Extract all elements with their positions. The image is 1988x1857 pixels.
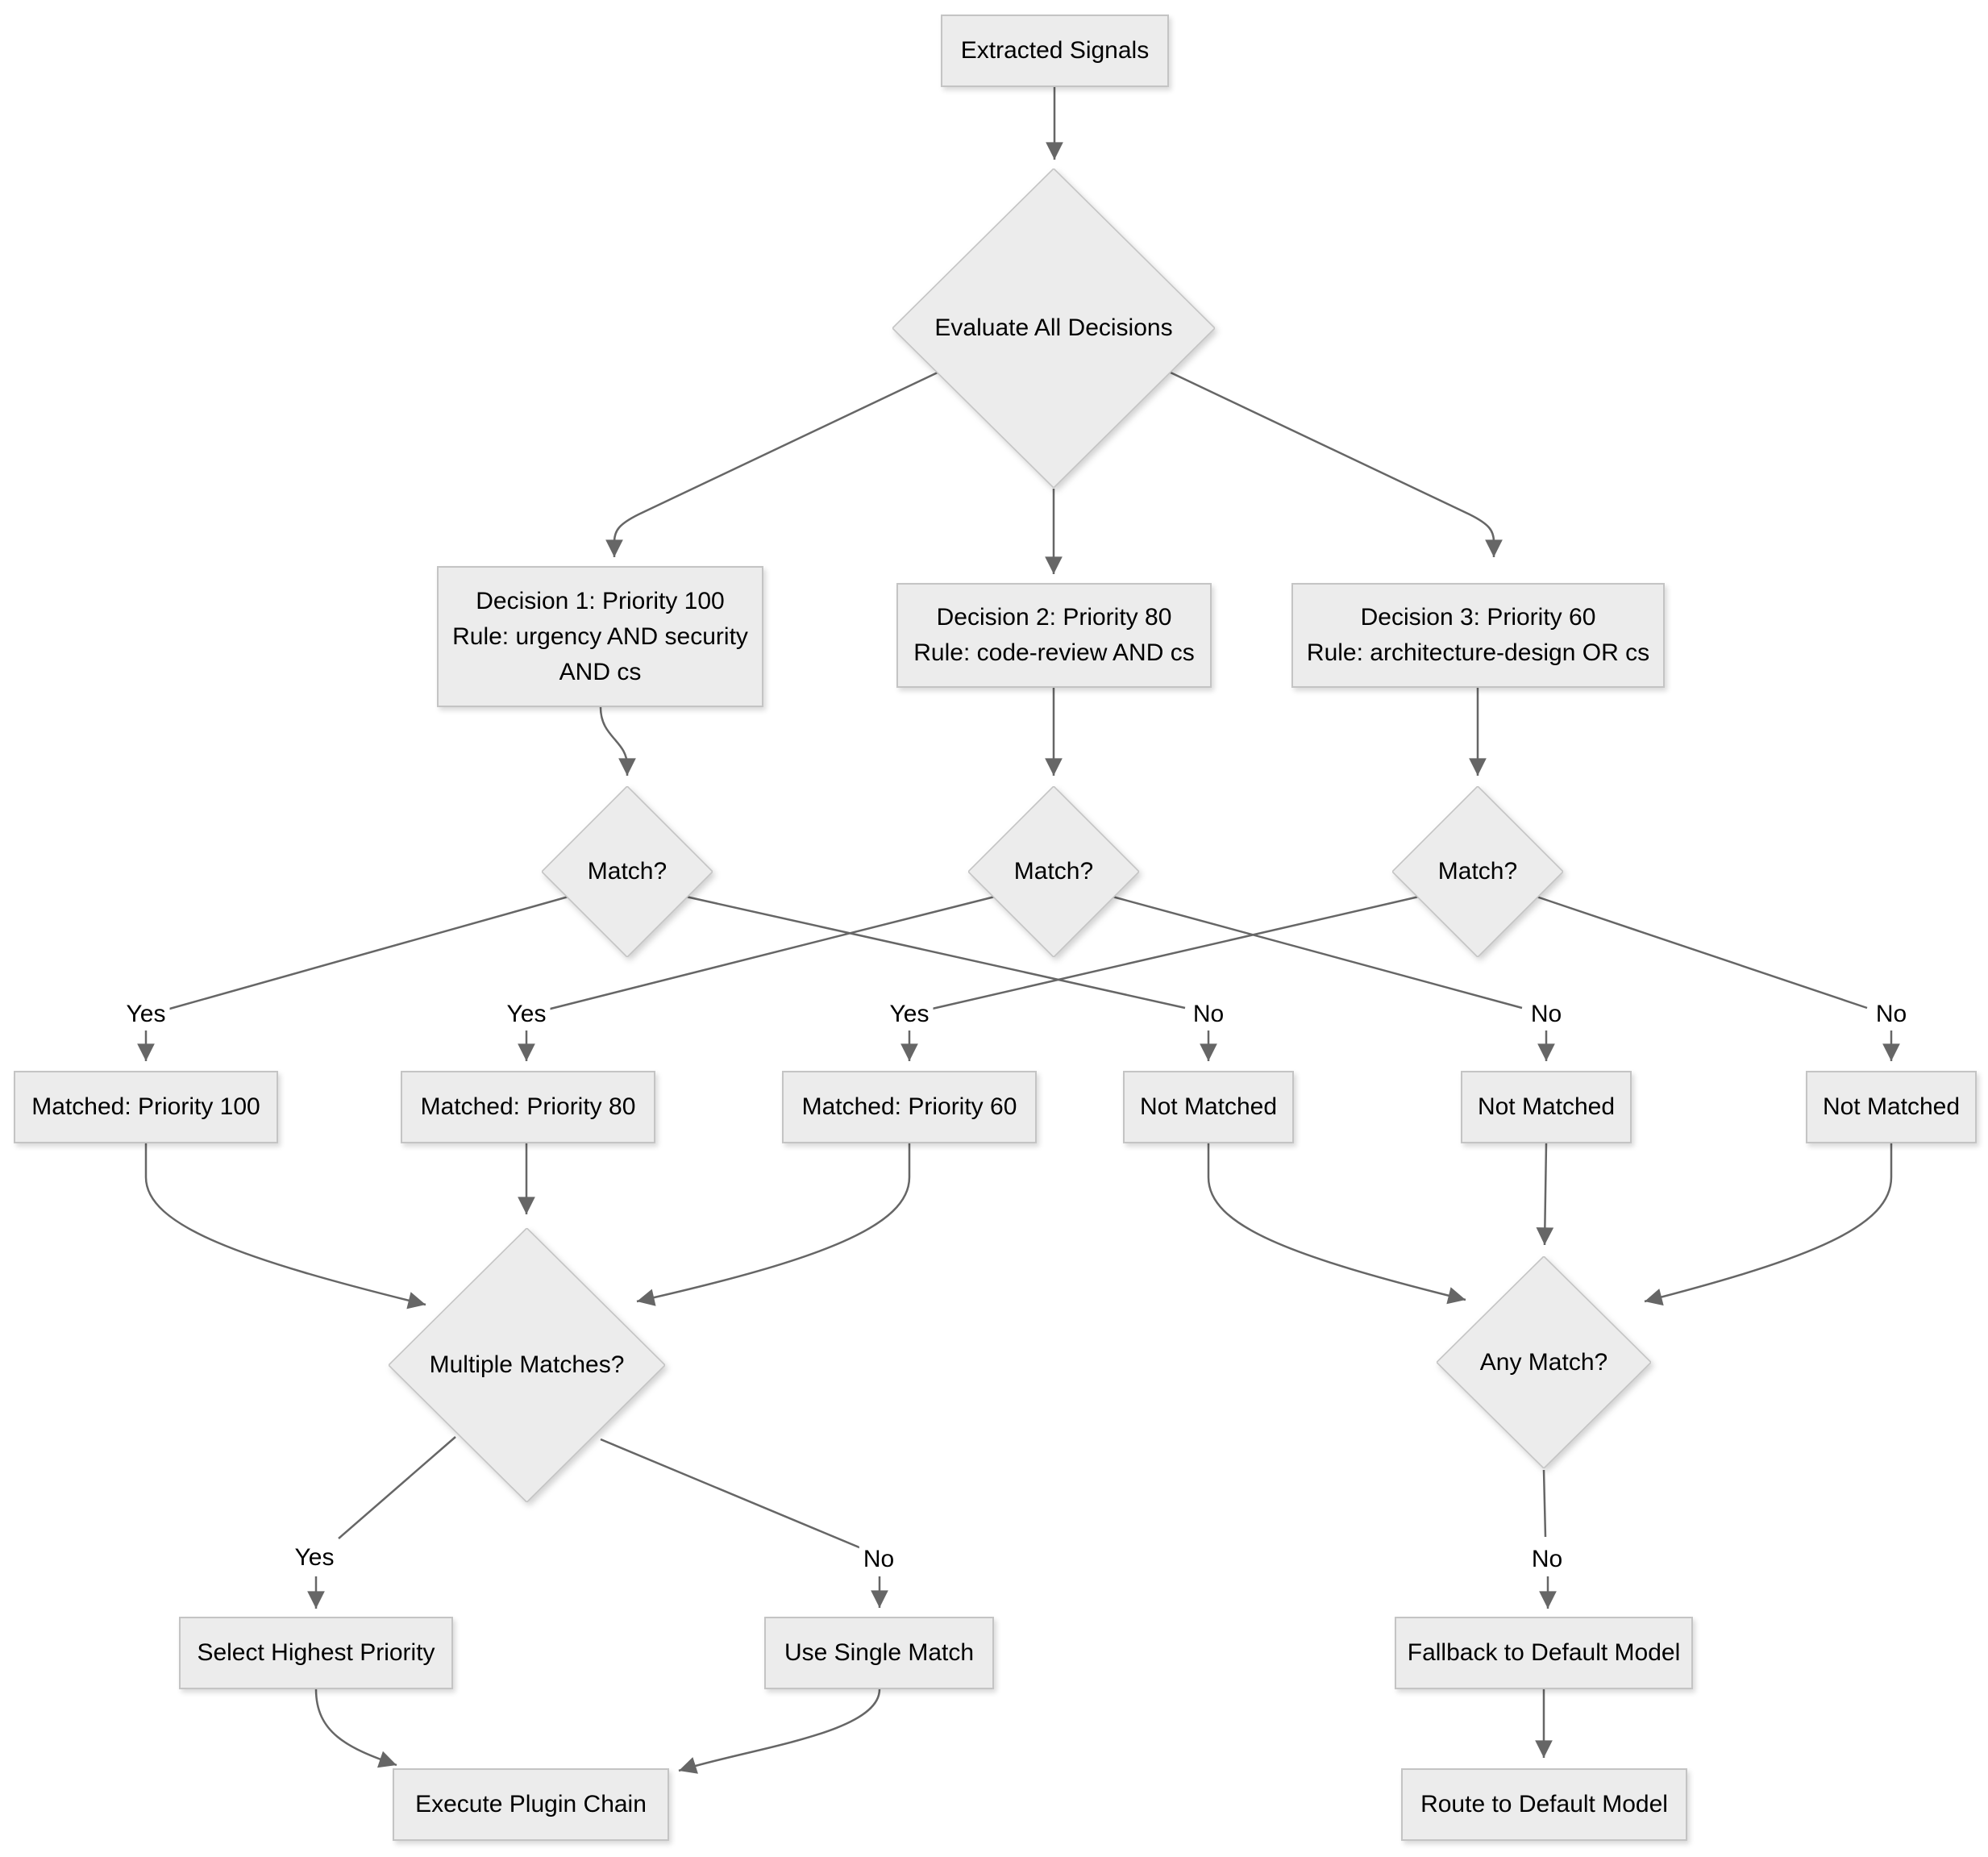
node-label: Route to Default Model bbox=[1420, 1791, 1668, 1817]
edge-match3-yes-diagonal bbox=[928, 895, 1420, 1011]
edge-notmatched2-to-anymatch bbox=[1536, 1143, 1554, 1246]
node-matched-priority-80: Matched: Priority 80 bbox=[401, 1071, 655, 1143]
node-label: Select Highest Priority bbox=[197, 1639, 435, 1666]
node-label: Not Matched bbox=[1139, 1093, 1278, 1120]
edge-label-match1-yes: Yes bbox=[122, 1001, 170, 1028]
diamond-shape bbox=[1437, 1256, 1651, 1468]
edge-select-to-execute bbox=[314, 1688, 397, 1768]
edge-decision1-to-match1 bbox=[599, 706, 636, 776]
edge-match1-yes-diagonal bbox=[166, 895, 569, 1011]
node-label-line: Decision 3: Priority 60 bbox=[1360, 604, 1596, 631]
diamond-shape bbox=[892, 169, 1215, 488]
node-label: Fallback to Default Model bbox=[1407, 1639, 1681, 1666]
node-label: Any Match? bbox=[1479, 1348, 1608, 1376]
diamond-shape bbox=[542, 786, 713, 957]
edge-multiple-yes-diagonal bbox=[338, 1436, 456, 1539]
node-fallback-to-default-model: Fallback to Default Model bbox=[1395, 1617, 1693, 1689]
node-use-single-match: Use Single Match bbox=[764, 1617, 994, 1689]
edge-match2-yes-diagonal bbox=[547, 895, 996, 1011]
edge-notmatched3-to-anymatch bbox=[1644, 1143, 1893, 1306]
node-not-matched-3: Not Matched bbox=[1806, 1071, 1977, 1143]
node-not-matched-1: Not Matched bbox=[1123, 1071, 1294, 1143]
node-label-line: Decision 2: Priority 80 bbox=[936, 604, 1172, 631]
node-label-line: Rule: architecture-design OR cs bbox=[1306, 639, 1650, 666]
edge-label-match2-yes: Yes bbox=[502, 1001, 551, 1028]
node-label: Matched: Priority 60 bbox=[801, 1093, 1017, 1120]
node-route-to-default-model: Route to Default Model bbox=[1401, 1768, 1687, 1841]
node-label: Match? bbox=[1437, 858, 1518, 885]
node-label-line: Rule: urgency AND security bbox=[452, 622, 748, 650]
edge-label-any-no: No bbox=[1527, 1546, 1567, 1573]
edge-evaluate-to-decision1 bbox=[605, 371, 938, 557]
edge-matched60-to-multiple bbox=[636, 1143, 911, 1306]
edge-notmatched1-to-anymatch bbox=[1207, 1143, 1466, 1305]
edge-label-match3-yes: Yes bbox=[885, 1001, 934, 1028]
node-label-line: AND cs bbox=[559, 658, 642, 685]
edge-evaluate-to-decision3 bbox=[1170, 371, 1503, 557]
edge-label-multiple-yes: Yes bbox=[290, 1544, 339, 1572]
node-not-matched-2: Not Matched bbox=[1461, 1071, 1632, 1143]
node-label: Evaluate All Decisions bbox=[934, 314, 1173, 341]
edge-anymatch-no-vertical bbox=[1542, 1469, 1547, 1538]
node-match-1: Match? bbox=[542, 786, 713, 957]
edge-multiple-no-diagonal bbox=[600, 1438, 866, 1551]
node-label: Not Matched bbox=[1477, 1093, 1616, 1120]
node-label-line: Decision 1: Priority 100 bbox=[476, 587, 725, 614]
node-execute-plugin-chain: Execute Plugin Chain bbox=[393, 1768, 669, 1841]
node-decision-2: Decision 2: Priority 80 Rule: code-revie… bbox=[896, 583, 1212, 688]
edge-match3-no-diagonal bbox=[1536, 895, 1868, 1010]
node-label: Match? bbox=[1013, 858, 1094, 885]
edge-label-match3-no: No bbox=[1871, 1001, 1911, 1028]
node-decision-3: Decision 3: Priority 60 Rule: architectu… bbox=[1291, 583, 1665, 688]
diamond-shape bbox=[1392, 786, 1563, 957]
node-label: Matched: Priority 80 bbox=[420, 1093, 636, 1120]
edge-match2-no-diagonal bbox=[1112, 895, 1523, 1010]
node-label: Matched: Priority 100 bbox=[31, 1093, 260, 1120]
node-multiple-matches: Multiple Matches? bbox=[389, 1228, 665, 1502]
node-select-highest-priority: Select Highest Priority bbox=[179, 1617, 453, 1689]
node-label: Match? bbox=[587, 858, 668, 885]
node-decision-1: Decision 1: Priority 100 Rule: urgency A… bbox=[437, 566, 763, 707]
node-label: Not Matched bbox=[1822, 1093, 1961, 1120]
node-label: Execute Plugin Chain bbox=[415, 1791, 647, 1817]
node-match-2: Match? bbox=[968, 786, 1139, 957]
node-label: Extracted Signals bbox=[960, 37, 1150, 64]
node-any-match: Any Match? bbox=[1437, 1256, 1651, 1468]
edge-label-match1-no: No bbox=[1188, 1001, 1229, 1028]
node-matched-priority-60: Matched: Priority 60 bbox=[782, 1071, 1037, 1143]
edge-label-multiple-no: No bbox=[859, 1546, 899, 1573]
node-label: Use Single Match bbox=[784, 1639, 975, 1666]
node-label-line: Rule: code-review AND cs bbox=[913, 639, 1195, 666]
edge-label-match2-no: No bbox=[1526, 1001, 1566, 1028]
node-match-3: Match? bbox=[1392, 786, 1563, 957]
diamond-shape bbox=[389, 1228, 665, 1502]
edge-matched100-to-multiple bbox=[144, 1143, 426, 1309]
edge-match1-no-diagonal bbox=[685, 895, 1186, 1010]
edge-use-to-execute bbox=[678, 1688, 881, 1774]
node-extracted-signals: Extracted Signals bbox=[941, 15, 1169, 87]
node-matched-priority-100: Matched: Priority 100 bbox=[14, 1071, 278, 1143]
node-evaluate-all-decisions: Evaluate All Decisions bbox=[892, 169, 1215, 488]
diamond-shape bbox=[968, 786, 1139, 957]
node-label: Multiple Matches? bbox=[429, 1351, 625, 1378]
